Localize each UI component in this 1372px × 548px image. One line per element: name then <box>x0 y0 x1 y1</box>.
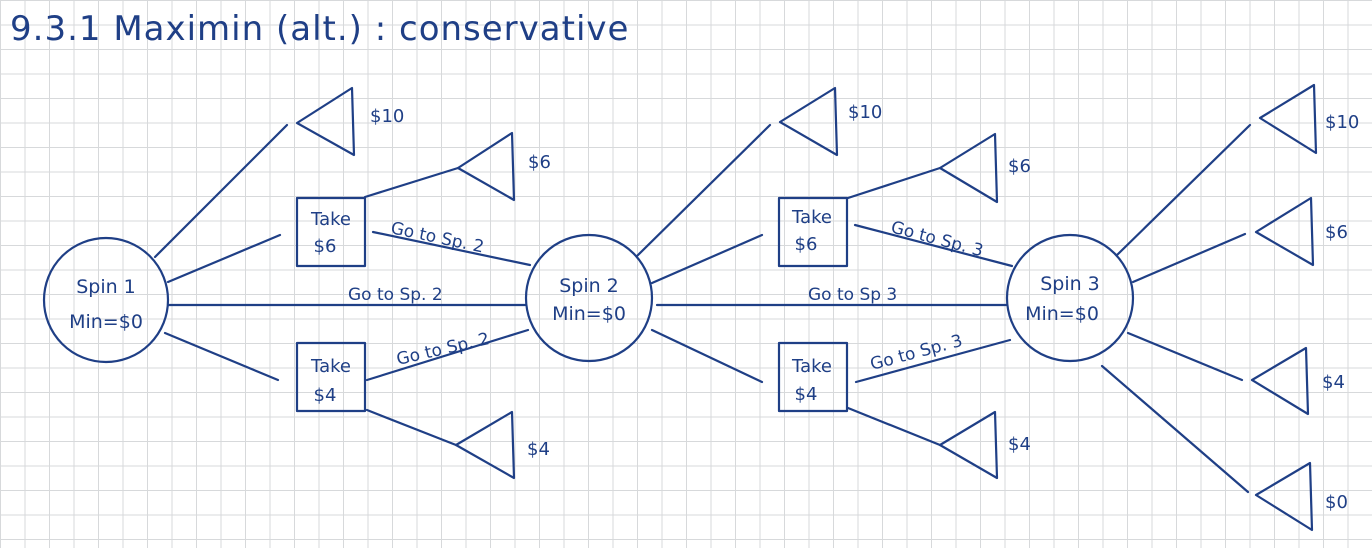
edge-label-take4-go-sp2: Go to Sp. 2 <box>395 329 492 370</box>
take-box-2-rect <box>295 341 367 413</box>
edge-spin1-to-payoff-10 <box>153 123 289 259</box>
take-box-3-label: Take <box>791 207 832 228</box>
take-box-1-amount: $6 <box>314 236 337 257</box>
take-box-3-amount: $6 <box>795 234 818 255</box>
spin-node-3-circle <box>1005 233 1135 363</box>
edge-take6-to-payoff-6-b <box>846 166 942 200</box>
edge-spin1-to-take6 <box>166 233 282 284</box>
edge-label-take6-go-sp2: Go to Sp. 2 <box>389 218 486 257</box>
edge-spin1-to-take4 <box>163 331 280 382</box>
take-box-2-amount: $4 <box>314 385 337 406</box>
payoff-label-2: $6 <box>528 152 551 173</box>
terminal-triangle-10 <box>1254 461 1314 532</box>
spin-node-3: Spin 3 Min=$0 <box>1005 233 1135 363</box>
edge-take4-to-spin2 <box>365 328 530 382</box>
edge-labels: Go to Sp. 2 Go to Sp. 2 Go to Sp. 2 Go t… <box>348 218 985 375</box>
page-title: 9.3.1 Maximin (alt.) : conservative <box>10 9 629 49</box>
edge-take6-to-spin2 <box>371 230 532 267</box>
spin-node-3-min: Min=$0 <box>1025 303 1099 325</box>
take-box-4-label: Take <box>791 356 832 377</box>
terminal-triangle-8 <box>1254 196 1315 267</box>
edge-spin3-to-payoff-6 <box>1131 232 1247 284</box>
take-box-4-amount: $4 <box>795 384 818 405</box>
terminal-triangle-7 <box>1258 83 1318 155</box>
edge-spin2-to-payoff-10 <box>635 123 772 258</box>
spin-node-1-min: Min=$0 <box>69 311 143 333</box>
take-box-3-rect <box>777 196 849 268</box>
edge-take6-to-payoff-6 <box>363 166 460 199</box>
payoff-label-7: $10 <box>1325 112 1359 133</box>
take-box-2-label: Take <box>310 356 351 377</box>
edge-label-spin2-go-sp3: Go to Sp 3 <box>808 285 897 305</box>
take-box-3: Take $6 <box>777 196 849 268</box>
edge-take4-to-payoff-4-b <box>846 406 942 447</box>
terminal-triangle-5 <box>938 132 999 204</box>
take-box-1: Take $6 <box>295 196 367 268</box>
spin-node-2: Spin 2 Min=$0 <box>524 233 654 363</box>
terminal-triangle-2 <box>456 131 516 202</box>
edge-spin2-to-take6 <box>650 233 764 285</box>
terminal-triangle-4 <box>778 86 839 157</box>
payoff-label-6: $4 <box>1008 434 1031 455</box>
tree-edges <box>153 123 1252 494</box>
payoff-label-1: $10 <box>370 106 404 127</box>
edge-spin3-to-payoff-0 <box>1100 364 1250 494</box>
edge-label-take6-go-sp3: Go to Sp. 3 <box>889 218 986 262</box>
terminal-triangle-6 <box>938 410 999 480</box>
take-box-4: Take $4 <box>777 341 849 413</box>
take-box-1-label: Take <box>310 209 351 230</box>
edge-label-spin1-go-sp2: Go to Sp. 2 <box>348 285 443 305</box>
edge-spin3-to-payoff-10 <box>1115 123 1252 257</box>
take-box-4-rect <box>777 341 849 413</box>
terminal-triangle-3 <box>454 410 516 480</box>
spin-node-2-min: Min=$0 <box>552 303 626 325</box>
edge-spin2-to-take4 <box>650 328 764 384</box>
payoff-label-8: $6 <box>1325 222 1348 243</box>
spin-node-2-circle <box>524 233 654 363</box>
edge-label-take4-go-sp3: Go to Sp. 3 <box>868 331 965 375</box>
terminal-triangles <box>295 83 1318 532</box>
spin-node-1: Spin 1 Min=$0 <box>42 236 170 364</box>
edge-spin3-to-payoff-4 <box>1126 331 1244 382</box>
spin-node-1-label: Spin 1 <box>76 276 136 298</box>
edge-take4-to-payoff-4 <box>365 408 458 447</box>
payoff-label-9: $4 <box>1322 372 1345 393</box>
edge-take4-to-spin3 <box>854 338 1012 384</box>
terminal-triangle-1 <box>295 86 356 157</box>
payoff-label-4: $10 <box>848 102 882 123</box>
payoff-label-5: $6 <box>1008 156 1031 177</box>
edge-take6-to-spin3 <box>853 223 1014 268</box>
take-box-1-rect <box>295 196 367 268</box>
spin-node-2-label: Spin 2 <box>559 275 619 297</box>
payoff-label-10: $0 <box>1325 492 1348 513</box>
take-box-2: Take $4 <box>295 341 367 413</box>
terminal-triangle-9 <box>1250 346 1310 416</box>
payoff-label-3: $4 <box>527 439 550 460</box>
payoff-labels: $10 $6 $4 $10 $6 $4 $10 $6 $4 $0 <box>370 102 1359 513</box>
spin-node-3-label: Spin 3 <box>1040 273 1100 295</box>
spin-node-1-circle <box>42 236 170 364</box>
